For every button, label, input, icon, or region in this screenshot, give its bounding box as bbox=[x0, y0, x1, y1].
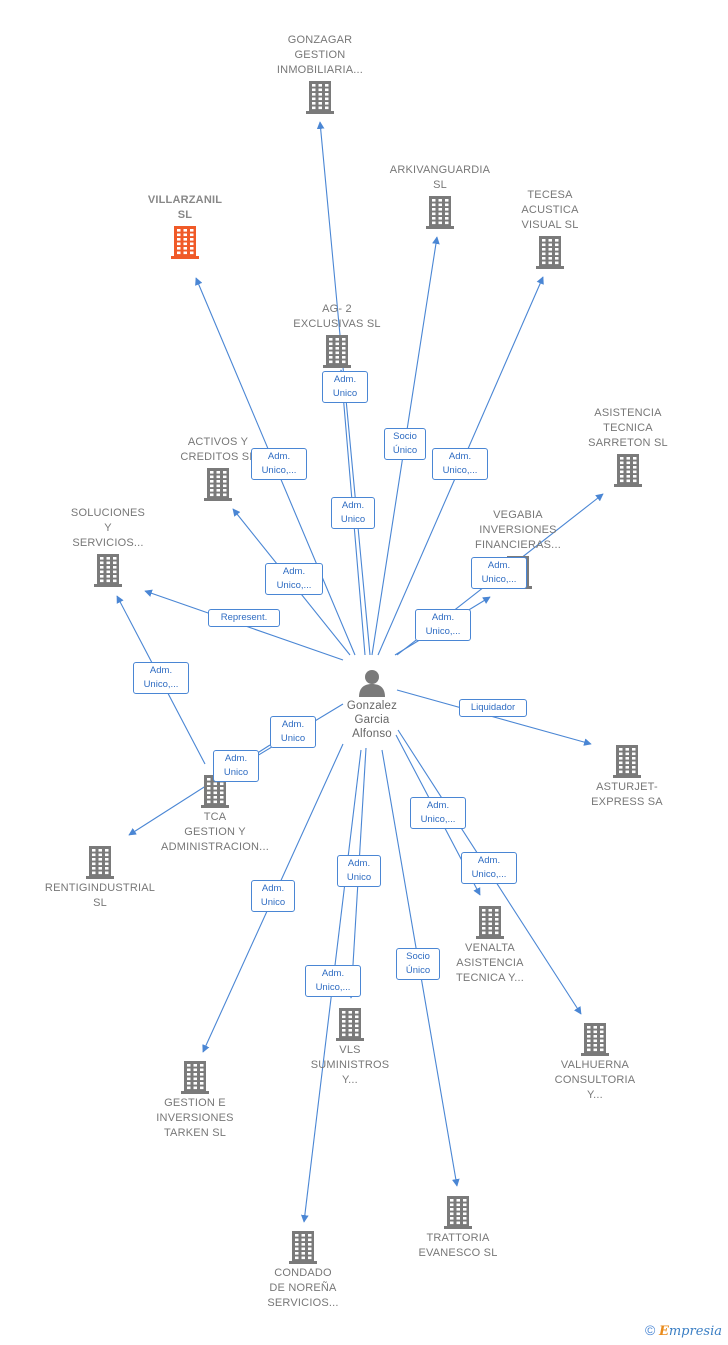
company-node-trattoria[interactable]: TRATTORIA EVANESCO SL bbox=[388, 1193, 528, 1261]
copyright-symbol: © bbox=[644, 1322, 656, 1338]
building-icon bbox=[613, 745, 641, 778]
building-icon bbox=[323, 335, 351, 368]
edge-role-label: Adm. Unico,... bbox=[461, 852, 517, 884]
company-name: RENTIGINDUSTRIAL SL bbox=[44, 882, 156, 909]
building-icon bbox=[581, 1023, 609, 1056]
building-icon bbox=[336, 1008, 364, 1041]
edge-role-label: Adm. Unico,... bbox=[251, 448, 307, 480]
building-icon bbox=[289, 1231, 317, 1264]
edge-role-label: Adm. Unico bbox=[322, 371, 368, 403]
company-node-tarken[interactable]: GESTION E INVERSIONES TARKEN SL bbox=[125, 1058, 265, 1141]
building-icon bbox=[94, 554, 122, 587]
edge-role-label: Adm. Unico,... bbox=[471, 557, 527, 589]
company-node-asturjet[interactable]: ASTURJET- EXPRESS SA bbox=[557, 742, 697, 810]
company-name: AG- 2 EXCLUSIVAS SL bbox=[293, 303, 381, 330]
edge-role-label: Adm. Unico bbox=[213, 750, 259, 782]
person-icon bbox=[359, 670, 385, 697]
company-node-tecesa[interactable]: TECESA ACUSTICA VISUAL SL bbox=[480, 188, 620, 271]
company-node-arkivanguardia[interactable]: ARKIVANGUARDIA SL bbox=[370, 163, 510, 231]
company-node-asistencia[interactable]: ASISTENCIA TECNICA SARRETON SL bbox=[558, 406, 698, 489]
person-name: Gonzalez Garcia Alfonso bbox=[346, 700, 398, 740]
building-icon bbox=[426, 196, 454, 229]
edge-role-label: Adm. Unico,... bbox=[432, 448, 488, 480]
edge-role-label: Represent. bbox=[208, 609, 280, 627]
edge-role-label: Adm. Unico bbox=[331, 497, 375, 529]
company-node-rentig[interactable]: RENTIGINDUSTRIAL SL bbox=[30, 843, 170, 911]
company-name: VLS SUMINISTROS Y... bbox=[310, 1044, 390, 1086]
edge-role-label: Socio Único bbox=[396, 948, 440, 980]
company-node-valhuerna[interactable]: VALHUERNA CONSULTORIA Y... bbox=[525, 1020, 665, 1103]
company-name: VEGABIA INVERSIONES FINANCIERAS... bbox=[475, 509, 561, 551]
building-icon bbox=[171, 226, 199, 259]
edge-role-label: Adm. Unico bbox=[251, 880, 295, 912]
company-name: SOLUCIONES Y SERVICIOS... bbox=[70, 507, 146, 549]
company-name: TCA GESTION Y ADMINISTRACION... bbox=[161, 811, 269, 853]
brand-initial: E bbox=[658, 1324, 669, 1339]
company-node-ag2[interactable]: AG- 2 EXCLUSIVAS SL bbox=[267, 302, 407, 370]
company-name: GONZAGAR GESTION INMOBILIARIA... bbox=[276, 34, 364, 76]
edge-role-label: Liquidador bbox=[459, 699, 527, 717]
company-name: ASTURJET- EXPRESS SA bbox=[591, 781, 663, 808]
company-node-venalta[interactable]: VENALTA ASISTENCIA TECNICA Y... bbox=[420, 903, 560, 986]
company-name: VILLARZANIL SL bbox=[147, 194, 223, 221]
company-node-gonzagar[interactable]: GONZAGAR GESTION INMOBILIARIA... bbox=[250, 33, 390, 116]
building-icon bbox=[614, 454, 642, 487]
company-name: GESTION E INVERSIONES TARKEN SL bbox=[156, 1097, 234, 1139]
edge-role-label: Adm. Unico,... bbox=[415, 609, 471, 641]
company-name: ACTIVOS Y CREDITOS SL bbox=[180, 436, 256, 463]
company-node-condado[interactable]: CONDADO DE NOREÑA SERVICIOS... bbox=[233, 1228, 373, 1311]
building-icon bbox=[536, 236, 564, 269]
edge-role-label: Adm. Unico,... bbox=[410, 797, 466, 829]
edge-role-label: Socio Único bbox=[384, 428, 426, 460]
company-name: VALHUERNA CONSULTORIA Y... bbox=[554, 1059, 636, 1101]
building-icon bbox=[86, 846, 114, 879]
building-icon bbox=[306, 81, 334, 114]
edge-role-label: Adm. Unico,... bbox=[133, 662, 189, 694]
edge-role-label: Adm. Unico,... bbox=[265, 563, 323, 595]
edge-role-label: Adm. Unico bbox=[270, 716, 316, 748]
company-node-activos[interactable]: ACTIVOS Y CREDITOS SL bbox=[148, 435, 288, 503]
company-node-soluciones[interactable]: SOLUCIONES Y SERVICIOS... bbox=[38, 506, 178, 589]
company-name: CONDADO DE NOREÑA SERVICIOS... bbox=[267, 1267, 339, 1309]
edge-role-label: Adm. Unico,... bbox=[305, 965, 361, 997]
building-icon bbox=[444, 1196, 472, 1229]
company-name: VENALTA ASISTENCIA TECNICA Y... bbox=[455, 942, 525, 984]
person-node[interactable]: Gonzalez Garcia Alfonso bbox=[330, 665, 414, 741]
company-name: TECESA ACUSTICA VISUAL SL bbox=[521, 189, 579, 231]
brand-logo: © Empresia bbox=[645, 1322, 722, 1339]
brand-name: mpresia bbox=[668, 1324, 722, 1339]
company-node-tca[interactable]: TCA GESTION Y ADMINISTRACION... bbox=[145, 772, 285, 855]
company-name: TRATTORIA EVANESCO SL bbox=[418, 1232, 498, 1259]
building-icon bbox=[181, 1061, 209, 1094]
company-name: ASISTENCIA TECNICA SARRETON SL bbox=[588, 407, 668, 449]
edge-role-label: Adm. Unico bbox=[337, 855, 381, 887]
company-name: ARKIVANGUARDIA SL bbox=[389, 164, 491, 191]
building-icon bbox=[476, 906, 504, 939]
edge-line bbox=[396, 689, 592, 746]
company-node-villarzanil[interactable]: VILLARZANIL SL bbox=[115, 193, 255, 261]
company-node-vls[interactable]: VLS SUMINISTROS Y... bbox=[280, 1005, 420, 1088]
building-icon bbox=[204, 468, 232, 501]
